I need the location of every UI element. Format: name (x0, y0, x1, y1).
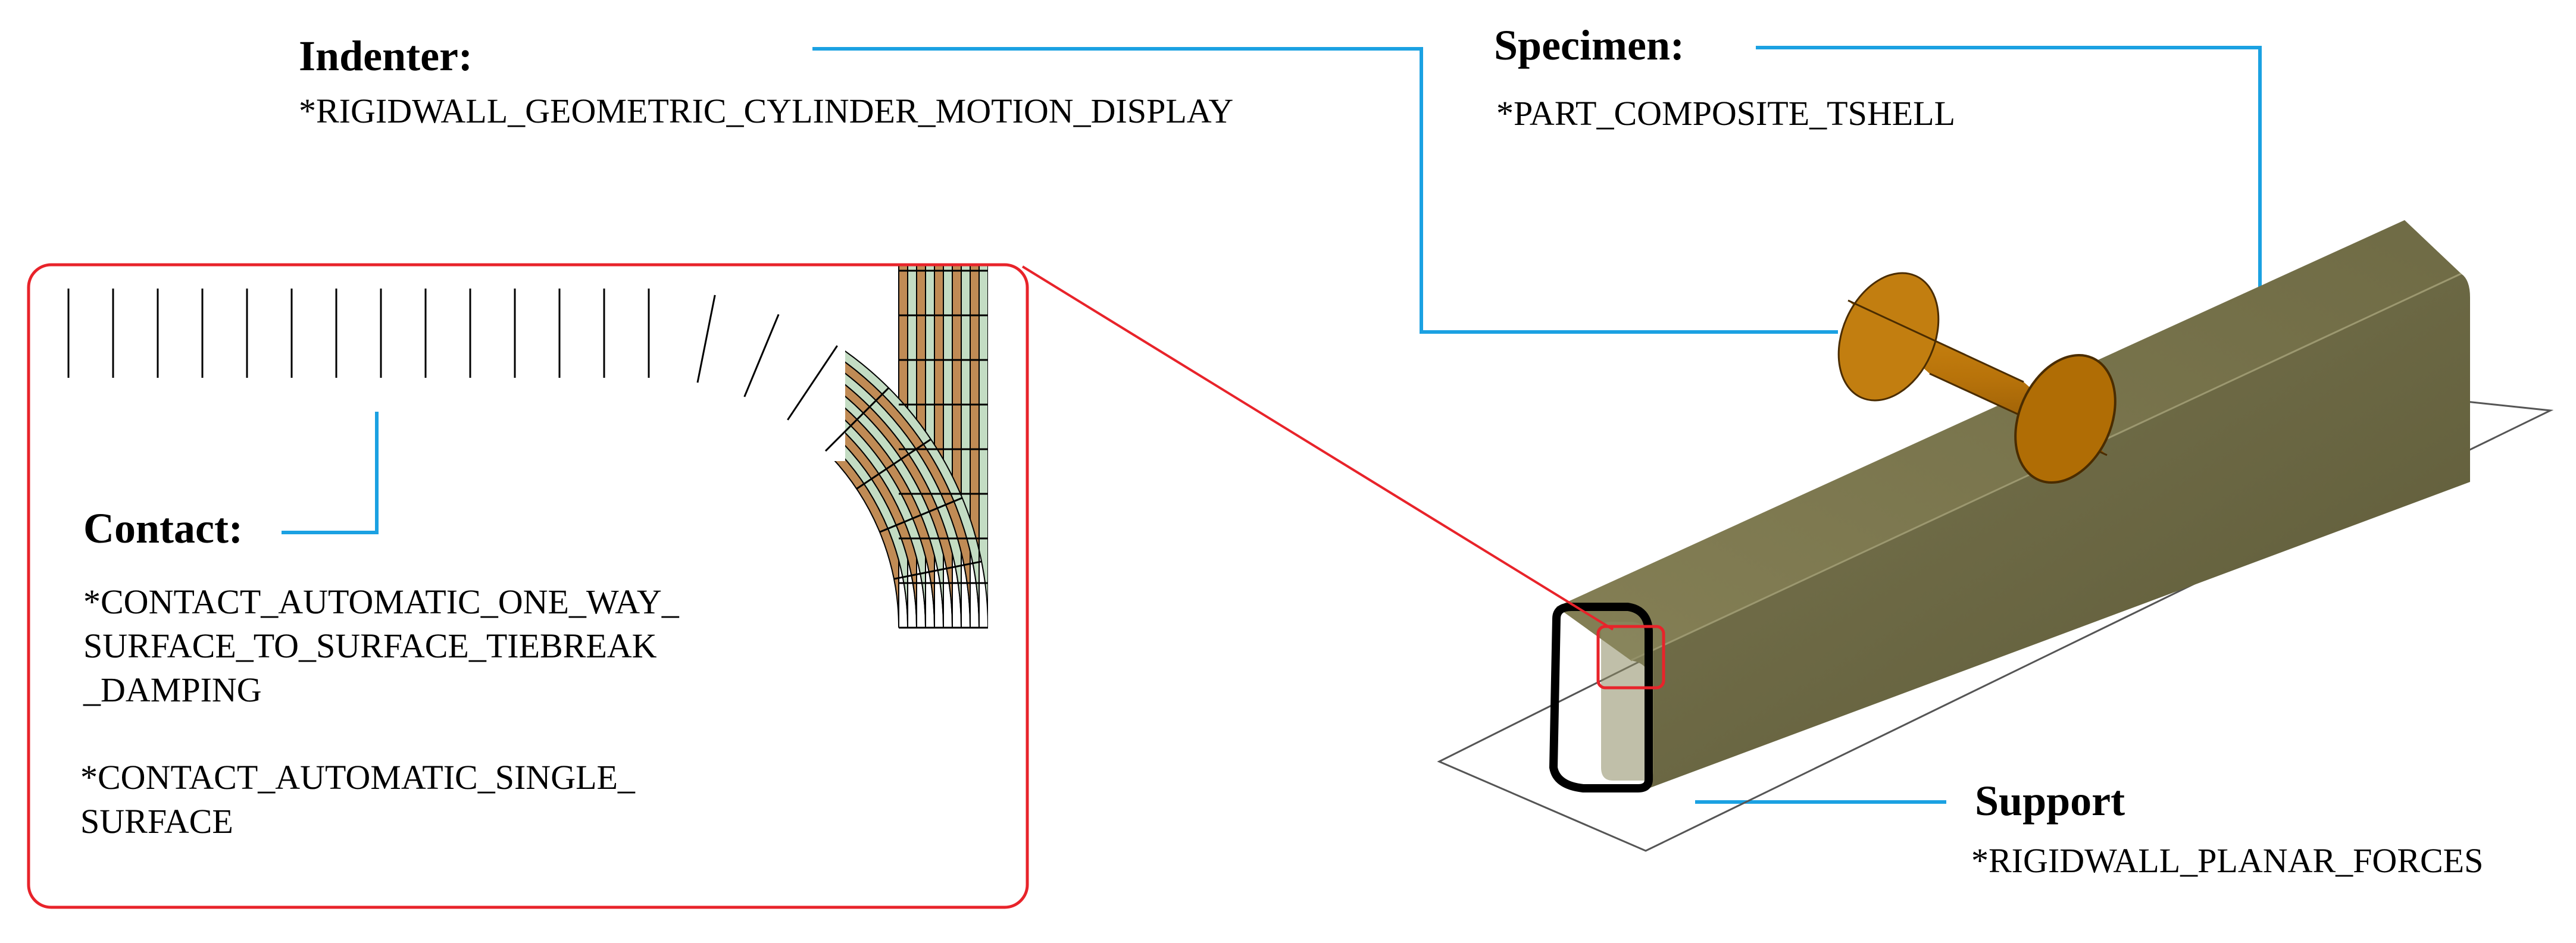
support-keyword: *RIGIDWALL_PLANAR_FORCES (1971, 841, 2484, 880)
laminate-straight-lines (67, 270, 988, 629)
specimen-top-face (1556, 220, 2461, 660)
leader-lines (282, 46, 2262, 804)
zoom-connector-line (1021, 265, 1614, 631)
mesh-radial-divider (743, 314, 780, 397)
specimen-side-face (1631, 274, 2470, 788)
mesh-radial-divider (824, 387, 890, 452)
mesh-radial-divider (787, 345, 838, 421)
specimen-end-inner (1601, 622, 1653, 781)
specimen-end-outline (1549, 603, 1653, 792)
indenter-leader-line (812, 47, 1838, 334)
specimen-heading: Specimen: (1494, 21, 1684, 69)
zoom-callout-box (27, 263, 1029, 909)
support-heading: Support (1975, 777, 2125, 825)
specimen-tube (1549, 220, 2470, 792)
indenter-keyword: *RIGIDWALL_GEOMETRIC_CYLINDER_MOTION_DIS… (299, 92, 1234, 130)
indenter-end-cap (2014, 353, 2117, 484)
mesh-radial-divider (696, 295, 716, 383)
cylinder-indenter-icon (1837, 272, 2117, 484)
contact-leader-line (282, 412, 379, 534)
mesh-radial-divider (893, 560, 982, 580)
contact-heading: Contact: (83, 505, 243, 552)
mesh-radial-divider (856, 438, 931, 490)
indenter-heading: Indenter: (299, 32, 473, 80)
mesh-radial-divider (879, 497, 963, 533)
specimen-leader-line (1756, 46, 2262, 309)
corner-highlight-box (1596, 625, 1665, 690)
contact-keyword-single-surface: *CONTACT_AUTOMATIC_SINGLE_ SURFACE (80, 758, 635, 841)
specimen-keyword: *PART_COMPOSITE_TSHELL (1496, 94, 1956, 133)
contact-keyword-tiebreak: *CONTACT_AUTOMATIC_ONE_WAY_ SURFACE_TO_S… (83, 582, 679, 709)
